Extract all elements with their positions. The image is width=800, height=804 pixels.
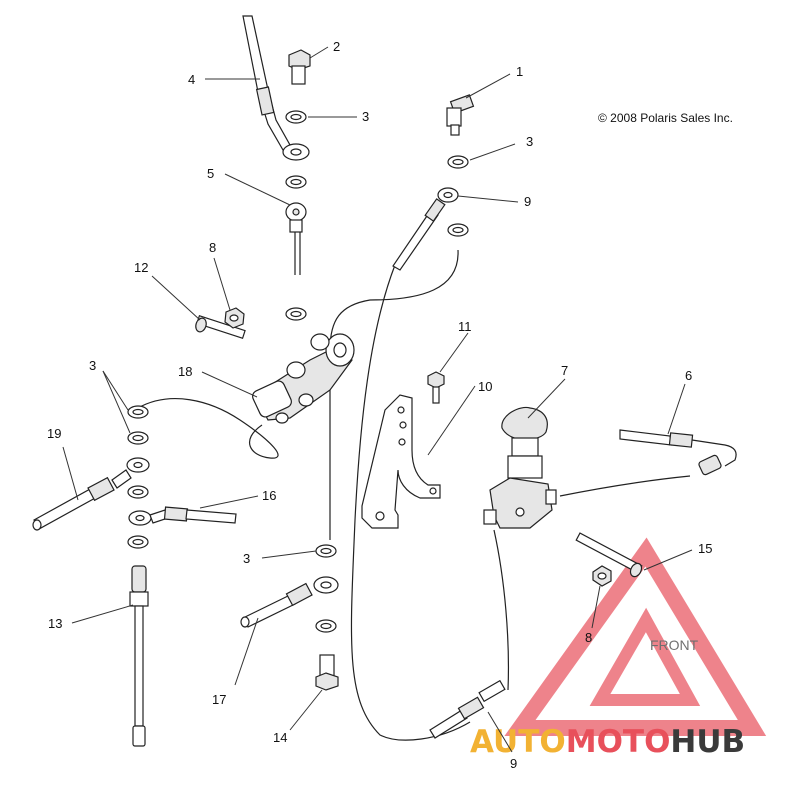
watermark-logo: FRONT	[504, 537, 767, 736]
part-17-line	[240, 576, 339, 628]
part-18-valve	[252, 333, 355, 424]
watermark-brand: AUTOMOTOHUB	[470, 724, 745, 760]
callout-15: 15	[698, 541, 712, 556]
part-19-line	[32, 457, 150, 531]
callout-8-a: 8	[209, 240, 216, 255]
callout-6: 6	[685, 368, 692, 383]
callout-9-b: 9	[510, 756, 517, 771]
leader-lines	[62, 46, 693, 753]
part-12-bolt	[195, 315, 246, 339]
callout-13: 13	[48, 616, 62, 631]
hose-line-c	[137, 398, 279, 459]
callout-2: 2	[333, 39, 340, 54]
callout-16: 16	[262, 488, 276, 503]
callout-10: 10	[478, 379, 492, 394]
part-9-line-bottom	[429, 679, 506, 739]
callout-5: 5	[207, 166, 214, 181]
part-7-regulator	[483, 406, 557, 529]
part-10-bracket	[361, 394, 441, 529]
washers	[127, 110, 469, 633]
part-9-line-top	[392, 187, 459, 271]
watermark-brand-auto: AUTO	[470, 724, 566, 760]
callout-8-b: 8	[585, 630, 592, 645]
callout-14: 14	[273, 730, 287, 745]
callout-17: 17	[212, 692, 226, 707]
watermark-inner-triangle	[589, 607, 701, 706]
part-8-nut-bottom	[592, 565, 612, 587]
part-16-line	[128, 506, 237, 526]
watermark-brand-moto: MOTO	[566, 724, 671, 760]
hose-line-b	[350, 264, 471, 741]
part-11-screw	[427, 371, 445, 404]
callout-3-a: 3	[362, 109, 369, 124]
callouts: 1 2 3 3 3 3 4 5 6 7 8 8 9 9 10 11 12 13 …	[47, 39, 712, 771]
copyright-text: © 2008 Polaris Sales Inc.	[598, 111, 733, 125]
part-14-banjo-bolt	[315, 654, 339, 691]
part-5-fitting	[285, 202, 307, 233]
watermark-front-label: FRONT	[650, 637, 699, 653]
hose-line-d	[493, 529, 510, 691]
part-2-banjo-bolt	[288, 49, 311, 85]
callout-19: 19	[47, 426, 61, 441]
part-15-bolt	[575, 532, 643, 578]
callout-1: 1	[516, 64, 523, 79]
callout-3-b: 3	[526, 134, 533, 149]
callout-3-c: 3	[89, 358, 96, 373]
hose-line-e	[559, 475, 691, 497]
part-8-nut-top	[224, 307, 245, 329]
part-6-line	[619, 429, 737, 476]
callout-9-a: 9	[524, 194, 531, 209]
watermark-brand-hub: HUB	[670, 724, 745, 760]
callout-3-d: 3	[243, 551, 250, 566]
callout-11: 11	[458, 319, 472, 334]
part-13-line	[129, 565, 149, 747]
callout-12: 12	[134, 260, 148, 275]
callout-4: 4	[188, 72, 195, 87]
brake-hoses	[137, 230, 691, 741]
part-1-switch	[446, 94, 475, 136]
part-4-brake-line	[242, 15, 310, 161]
callout-7: 7	[561, 363, 568, 378]
hose-line-a	[329, 249, 459, 540]
hose-stub-5	[294, 230, 301, 275]
callout-18: 18	[178, 364, 192, 379]
watermark-triangle	[504, 537, 767, 736]
